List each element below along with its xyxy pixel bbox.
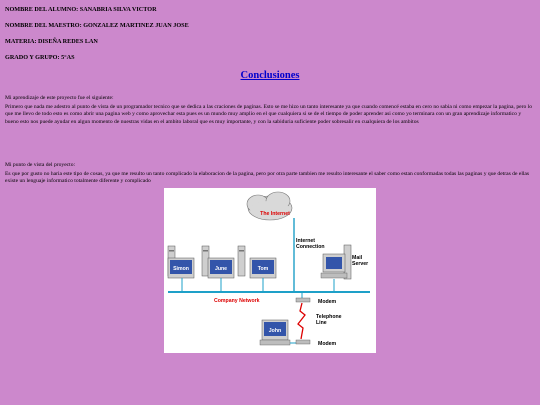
learning-body: Primero que nada me adestro al punto de … <box>5 104 533 125</box>
modem-bottom-icon <box>295 339 311 345</box>
modem-top-label: Modem <box>318 299 337 305</box>
network-diagram: The Internet Internet Connection Mail Se… <box>164 188 376 353</box>
computer-label-tom: Tom <box>258 266 269 272</box>
telephone-line-label-1: Telephone <box>316 314 342 320</box>
internet-cloud-icon <box>246 191 293 221</box>
computer-icon-june <box>201 245 235 292</box>
teacher-name: NOMBRE DEL MAESTRO: GONZALEZ MARTINEZ JU… <box>5 22 189 29</box>
internet-connection-label-1: Internet <box>296 238 315 244</box>
computer-icon-simon <box>167 245 195 292</box>
opinion-heading: Mi punto de vista del proyecto: <box>5 162 76 168</box>
computer-icon-tom <box>237 245 277 292</box>
telephone-line-label-2: Line <box>316 320 327 326</box>
mail-server-label-2: Server <box>352 261 368 267</box>
computer-label-simon: Simon <box>173 266 189 272</box>
learning-heading: Mi aprendizaje de este proyecto fue el s… <box>5 95 114 101</box>
mail-server-label-1: Mail <box>352 255 363 261</box>
group-name: GRADO Y GRUPO: 5°AS <box>5 54 75 61</box>
computer-icon-john <box>259 319 296 346</box>
telephone-line <box>297 302 306 340</box>
company-network-label: Company Network <box>214 298 260 304</box>
computer-label-june: June <box>215 266 227 272</box>
modem-bottom-label: Modem <box>318 341 337 347</box>
computer-label-john: John <box>269 328 281 334</box>
student-name: NOMBRE DEL ALUMNO: SANABRIA SILVA VICTOR <box>5 6 157 13</box>
modem-top-icon <box>295 297 311 303</box>
mail-server-icon <box>320 244 352 292</box>
internet-label: The Internet <box>260 211 290 217</box>
page-title: Conclusiones <box>240 70 300 81</box>
internet-connection-label-2: Connection <box>296 244 325 250</box>
opinion-body: Es que por gusto no haria este tipo de c… <box>5 171 530 185</box>
subject-name: MATERIA: DISEÑA REDES LAN <box>5 38 98 45</box>
